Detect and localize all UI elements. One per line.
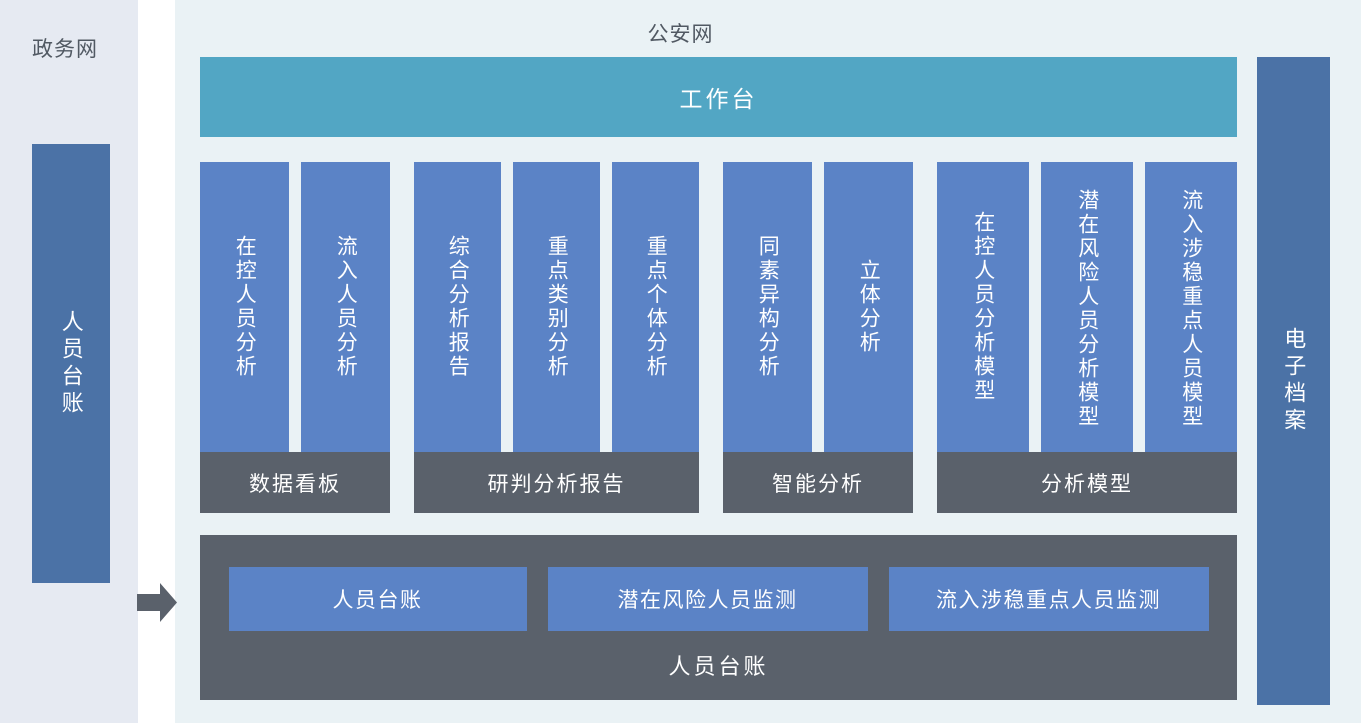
module-tile[interactable]: 潜在风险人员分析模型 [1041, 162, 1133, 455]
module-group-label-text: 分析模型 [1041, 472, 1133, 496]
workbench-bar[interactable]: 工作台 [200, 57, 1237, 137]
sidebar-bar-electronic-archive-label: 电子档案 [1281, 327, 1307, 435]
module-groups-row: 在控人员分析 流入人员分析 数据看板 综合分析报告 重点类别分析 重点个 [200, 162, 1237, 513]
module-group-label: 研判分析报告 [414, 452, 699, 513]
module-group-intelligent-analysis: 同素异构分析 立体分析 智能分析 [723, 162, 913, 513]
ledger-button-risk-monitoring[interactable]: 潜在风险人员监测 [547, 567, 868, 631]
module-tile[interactable]: 流入人员分析 [301, 162, 390, 452]
zone-police-title: 公安网 [647, 23, 714, 46]
ledger-button-inflow-monitoring[interactable]: 流入涉稳重点人员监测 [888, 567, 1209, 631]
module-tile-label: 重点个体分析 [644, 235, 668, 379]
module-tile[interactable]: 同素异构分析 [723, 162, 812, 452]
flow-arrow-right-icon [137, 583, 177, 622]
module-tile-label: 同素异构分析 [756, 235, 780, 379]
module-group-label-text: 数据看板 [249, 472, 341, 496]
module-group-tiles: 在控人员分析模型 潜在风险人员分析模型 流入涉稳重点人员模型 [937, 162, 1237, 455]
sidebar-bar-electronic-archive[interactable]: 电子档案 [1257, 57, 1330, 705]
module-tile-label: 综合分析报告 [446, 235, 470, 379]
ledger-button-personnel-ledger[interactable]: 人员台账 [228, 567, 527, 631]
sidebar-bar-personnel-ledger[interactable]: 人员台账 [32, 144, 110, 583]
zone-government-title: 政务网 [32, 38, 98, 61]
personnel-ledger-caption: 人员台账 [668, 654, 769, 679]
module-group-label: 分析模型 [937, 452, 1237, 513]
module-tile[interactable]: 在控人员分析模型 [937, 162, 1029, 452]
module-group-label-text: 研判分析报告 [487, 472, 626, 496]
module-tile-label: 潜在风险人员分析模型 [1075, 188, 1099, 429]
sidebar-bar-personnel-ledger-label: 人员台账 [58, 309, 84, 418]
module-tile[interactable]: 重点类别分析 [513, 162, 600, 452]
module-tile-label: 流入涉稳重点人员模型 [1179, 188, 1203, 429]
personnel-ledger-button-row: 人员台账 潜在风险人员监测 流入涉稳重点人员监测 [228, 567, 1209, 631]
module-group-label: 数据看板 [200, 452, 390, 513]
module-group-label: 智能分析 [723, 452, 913, 513]
module-tile[interactable]: 综合分析报告 [414, 162, 501, 452]
module-tile-label: 立体分析 [857, 259, 881, 355]
ledger-button-label: 流入涉稳重点人员监测 [936, 589, 1161, 612]
module-tile[interactable]: 立体分析 [824, 162, 913, 452]
personnel-ledger-panel: 人员台账 潜在风险人员监测 流入涉稳重点人员监测 人员台账 [200, 535, 1237, 700]
module-tile-label: 流入人员分析 [334, 235, 358, 379]
module-tile-label: 在控人员分析 [233, 235, 257, 379]
module-group-data-dashboard: 在控人员分析 流入人员分析 数据看板 [200, 162, 390, 513]
workbench-label: 工作台 [679, 86, 758, 112]
module-tile[interactable]: 在控人员分析 [200, 162, 289, 452]
module-tile[interactable]: 重点个体分析 [612, 162, 699, 452]
ledger-button-label: 潜在风险人员监测 [617, 589, 798, 612]
module-group-analysis-model: 在控人员分析模型 潜在风险人员分析模型 流入涉稳重点人员模型 分析模型 [937, 162, 1237, 513]
module-group-analysis-report: 综合分析报告 重点类别分析 重点个体分析 研判分析报告 [414, 162, 699, 513]
module-group-tiles: 同素异构分析 立体分析 [723, 162, 913, 452]
module-group-tiles: 在控人员分析 流入人员分析 [200, 162, 390, 452]
module-group-label-text: 智能分析 [772, 472, 864, 496]
module-tile-label: 重点类别分析 [545, 235, 569, 379]
ledger-button-label: 人员台账 [332, 589, 423, 612]
module-tile-label: 在控人员分析模型 [971, 211, 995, 403]
module-group-tiles: 综合分析报告 重点类别分析 重点个体分析 [414, 162, 699, 452]
module-tile[interactable]: 流入涉稳重点人员模型 [1145, 162, 1237, 455]
